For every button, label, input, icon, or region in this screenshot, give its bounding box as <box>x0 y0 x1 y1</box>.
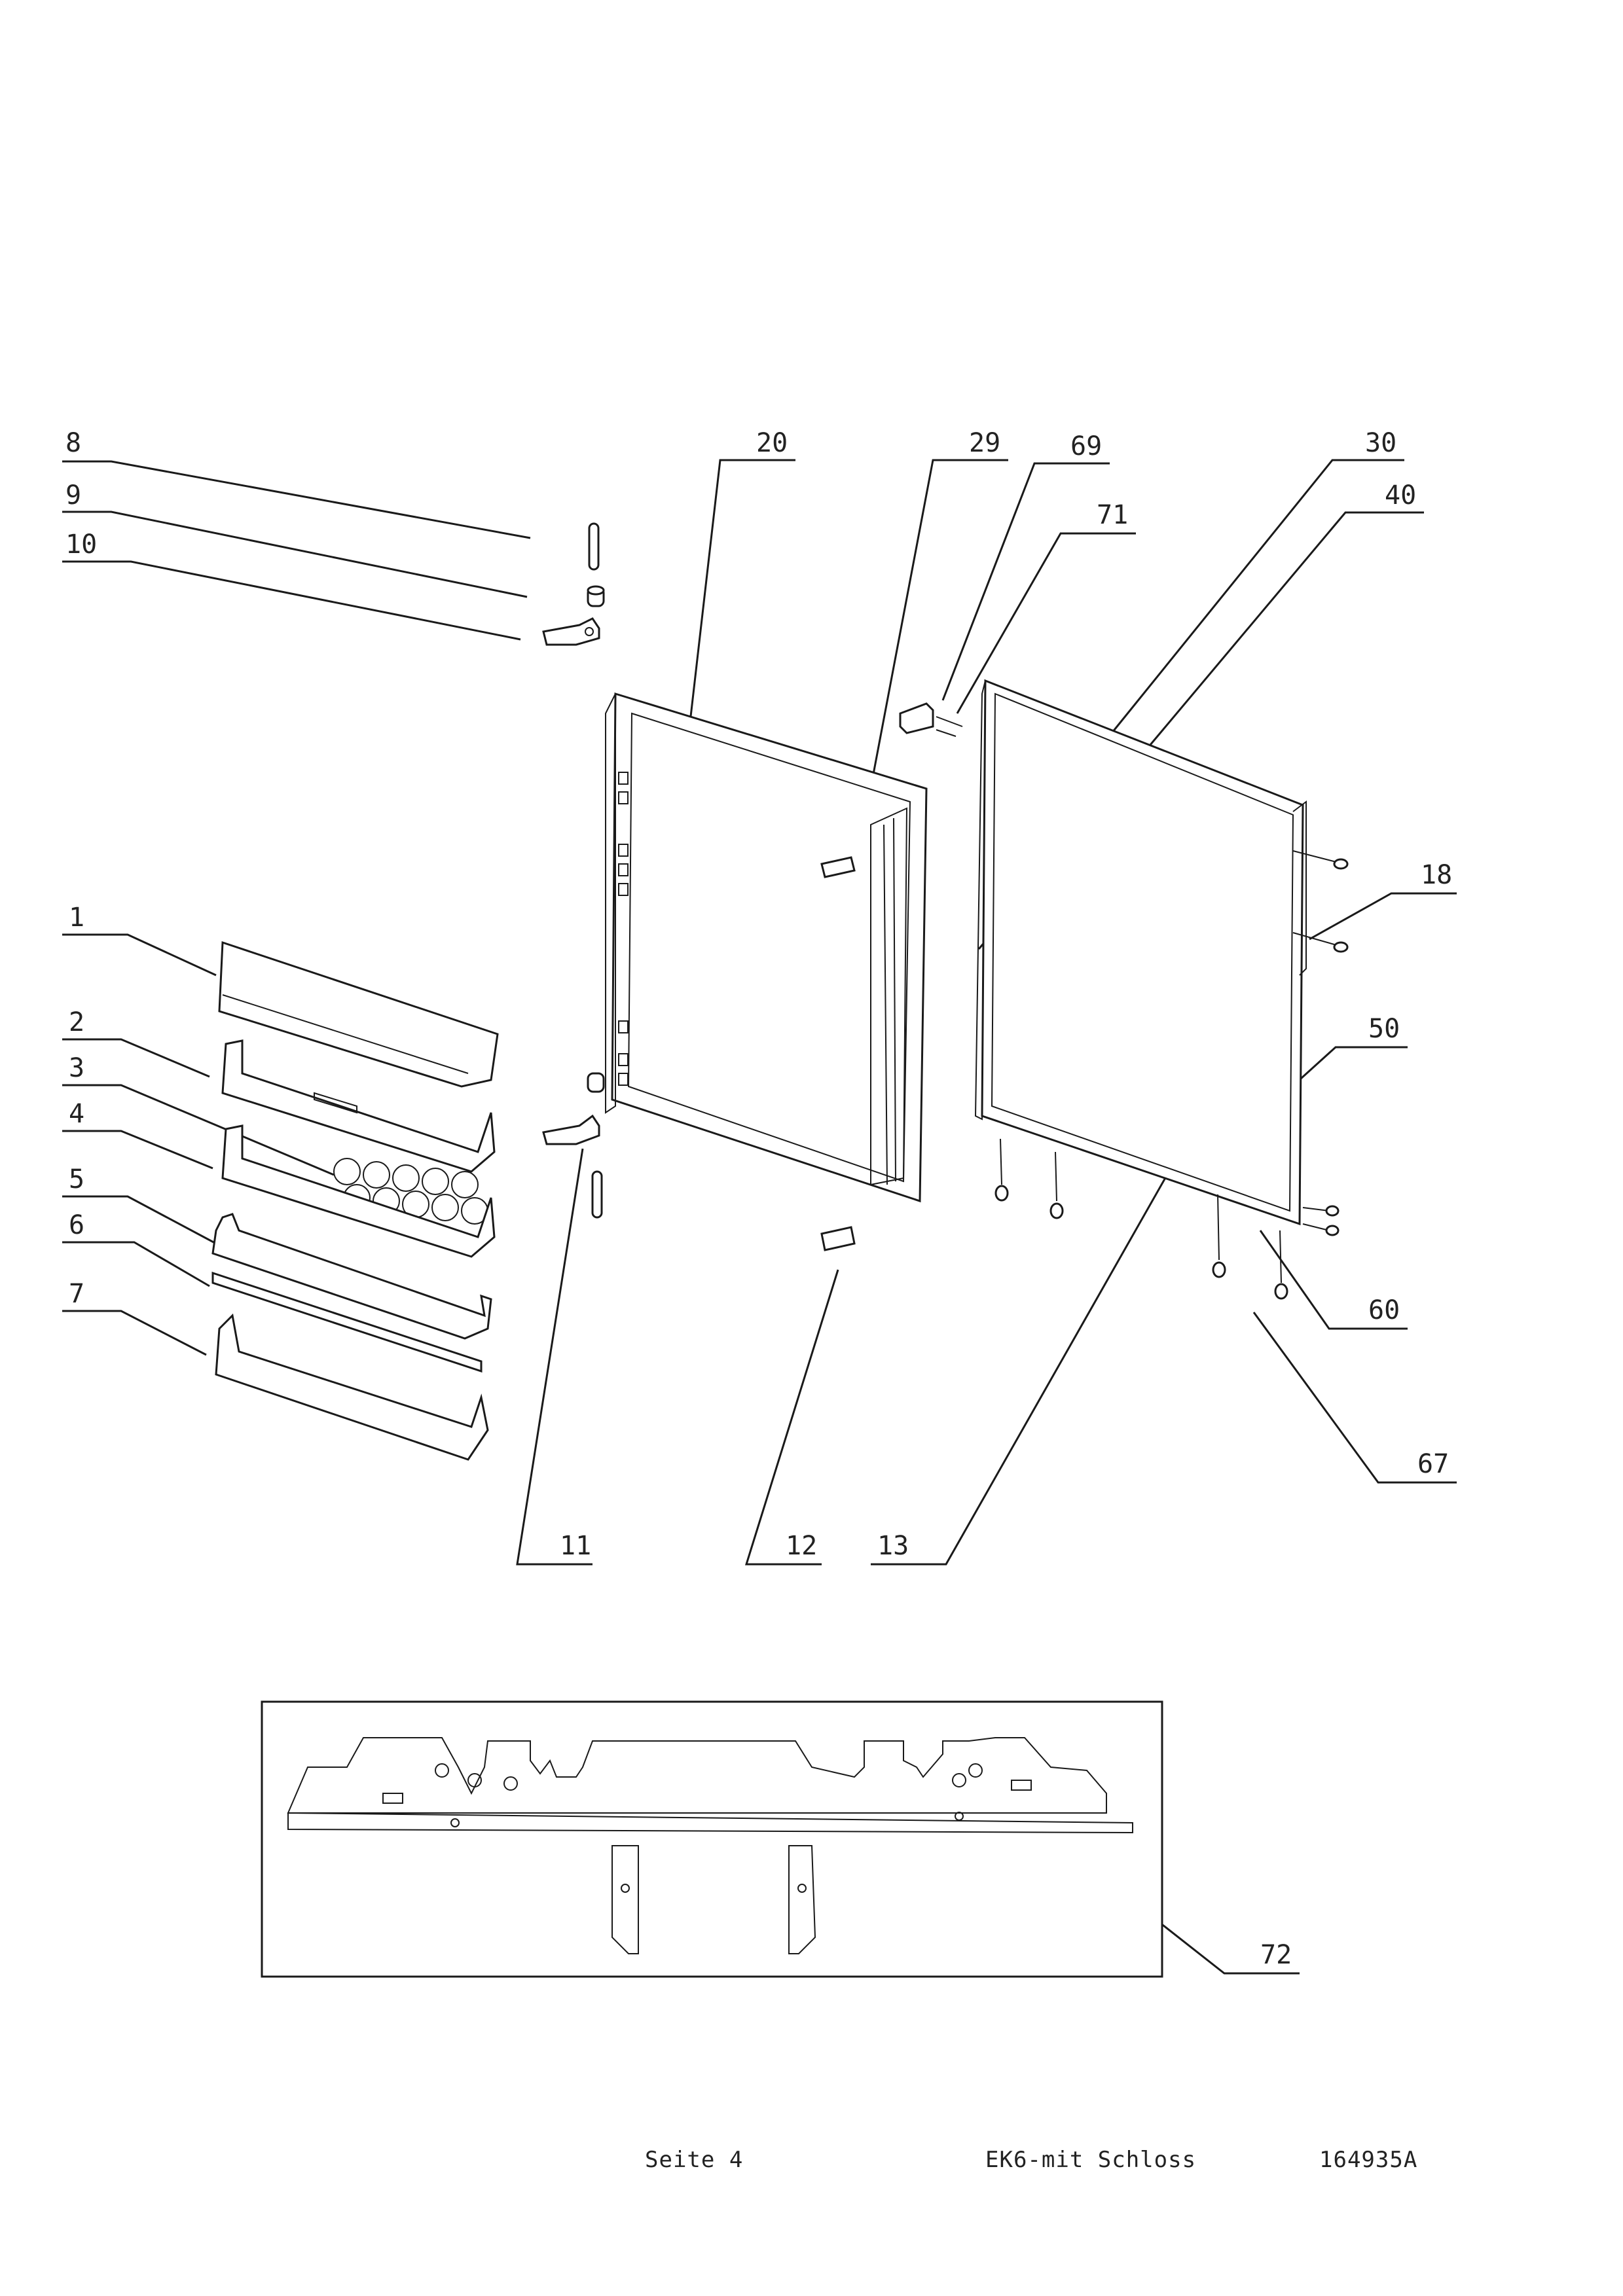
callout-20: 20 <box>680 428 795 802</box>
callout-3: 3 <box>62 1053 335 1176</box>
svg-text:6: 6 <box>69 1210 84 1240</box>
callout-8: 8 <box>62 428 531 539</box>
svg-text:7: 7 <box>69 1279 84 1309</box>
callout-1: 1 <box>62 903 217 977</box>
callout-6: 6 <box>62 1210 210 1287</box>
bushing-part-9 <box>587 585 605 607</box>
callout-5: 5 <box>62 1164 217 1245</box>
callout-7: 7 <box>62 1279 207 1356</box>
hinge-lower-part-11 <box>542 1072 605 1219</box>
shelf-bin-part-4 <box>221 1124 496 1258</box>
shelf-cover-part-1 <box>218 941 499 1088</box>
svg-text:71: 71 <box>1097 500 1128 530</box>
svg-text:29: 29 <box>969 428 1000 458</box>
svg-text:69: 69 <box>1070 431 1102 461</box>
callout-69: 69 <box>941 431 1110 701</box>
svg-text:20: 20 <box>756 428 788 458</box>
bottle-guard-part-5 <box>211 1213 492 1340</box>
svg-text:50: 50 <box>1368 1014 1400 1044</box>
callout-9: 9 <box>62 480 528 598</box>
svg-text:18: 18 <box>1421 860 1452 890</box>
footer-page-number: Seite 4 <box>645 2147 744 2173</box>
callout-12: 12 <box>744 1269 839 1566</box>
callout-10: 10 <box>62 529 521 641</box>
callout-30: 30 <box>1105 428 1404 740</box>
callout-29: 29 <box>866 428 1008 806</box>
callout-72: 72 <box>1132 1900 1300 1975</box>
svg-text:12: 12 <box>786 1531 817 1561</box>
footer-model: EK6-mit Schloss <box>985 2147 1197 2173</box>
svg-text:3: 3 <box>69 1053 84 1083</box>
screw-set-part-67 <box>994 1138 1340 1300</box>
svg-text:67: 67 <box>1417 1449 1449 1479</box>
svg-text:8: 8 <box>65 428 81 458</box>
callout-4: 4 <box>62 1099 213 1170</box>
hinge-pin-part-8 <box>588 522 600 571</box>
stop-part-12 <box>820 1226 856 1251</box>
bracket-part-69 <box>899 702 934 734</box>
screw-part-71 <box>936 716 963 737</box>
svg-text:60: 60 <box>1368 1295 1400 1325</box>
svg-text:11: 11 <box>560 1531 591 1561</box>
svg-text:10: 10 <box>65 529 97 560</box>
svg-text:2: 2 <box>69 1007 84 1037</box>
callout-2: 2 <box>62 1007 210 1078</box>
spring-bar-part-6 <box>211 1271 483 1373</box>
screw-set-part-18 <box>1292 850 1349 953</box>
door-frame-part-20 <box>605 692 928 1203</box>
svg-text:30: 30 <box>1365 428 1396 458</box>
callout-67: 67 <box>1252 1312 1457 1484</box>
shelf-bin-part-2 <box>221 1039 496 1173</box>
svg-text:40: 40 <box>1385 480 1416 511</box>
svg-text:13: 13 <box>877 1531 909 1561</box>
callout-50: 50 <box>1266 1014 1408 1111</box>
callout-18: 18 <box>1309 860 1457 941</box>
drilling-template-part-72 <box>261 1700 1163 1978</box>
callout-60: 60 <box>1259 1230 1408 1330</box>
callout-11: 11 <box>516 1148 593 1566</box>
svg-text:5: 5 <box>69 1164 84 1194</box>
svg-text:9: 9 <box>65 480 81 511</box>
door-panel-part-30 <box>974 679 1307 1226</box>
hinge-bracket-part-10 <box>542 617 600 646</box>
bottle-bin-part-7 <box>215 1313 489 1461</box>
callout-71: 71 <box>956 500 1136 714</box>
svg-text:4: 4 <box>69 1099 84 1129</box>
svg-text:72: 72 <box>1260 1940 1292 1970</box>
footer-doc-number: 164935A <box>1319 2147 1418 2173</box>
svg-text:1: 1 <box>69 903 84 933</box>
